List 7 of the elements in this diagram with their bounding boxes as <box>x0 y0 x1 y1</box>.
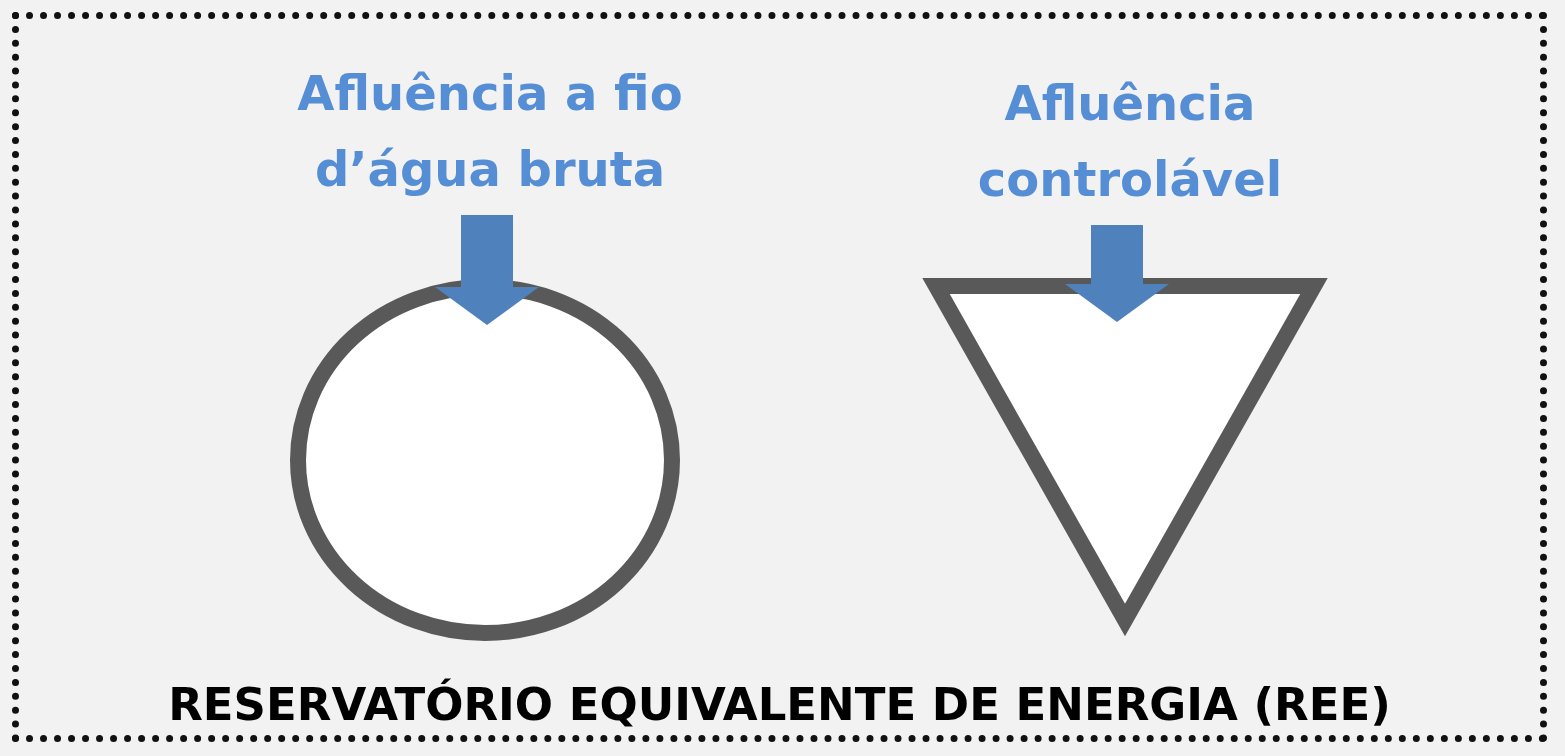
inflow-label: Afluência a fio d’água bruta <box>200 55 780 207</box>
triangle-shape <box>920 276 1330 636</box>
inflow-label: Afluência controlável <box>900 65 1360 217</box>
arrow <box>1065 225 1169 322</box>
dashed-frame <box>12 12 1547 742</box>
frame-title: RESERVATÓRIO EQUIVALENTE DE ENERGIA (REE) <box>167 678 1392 731</box>
circle-shape <box>290 279 680 641</box>
